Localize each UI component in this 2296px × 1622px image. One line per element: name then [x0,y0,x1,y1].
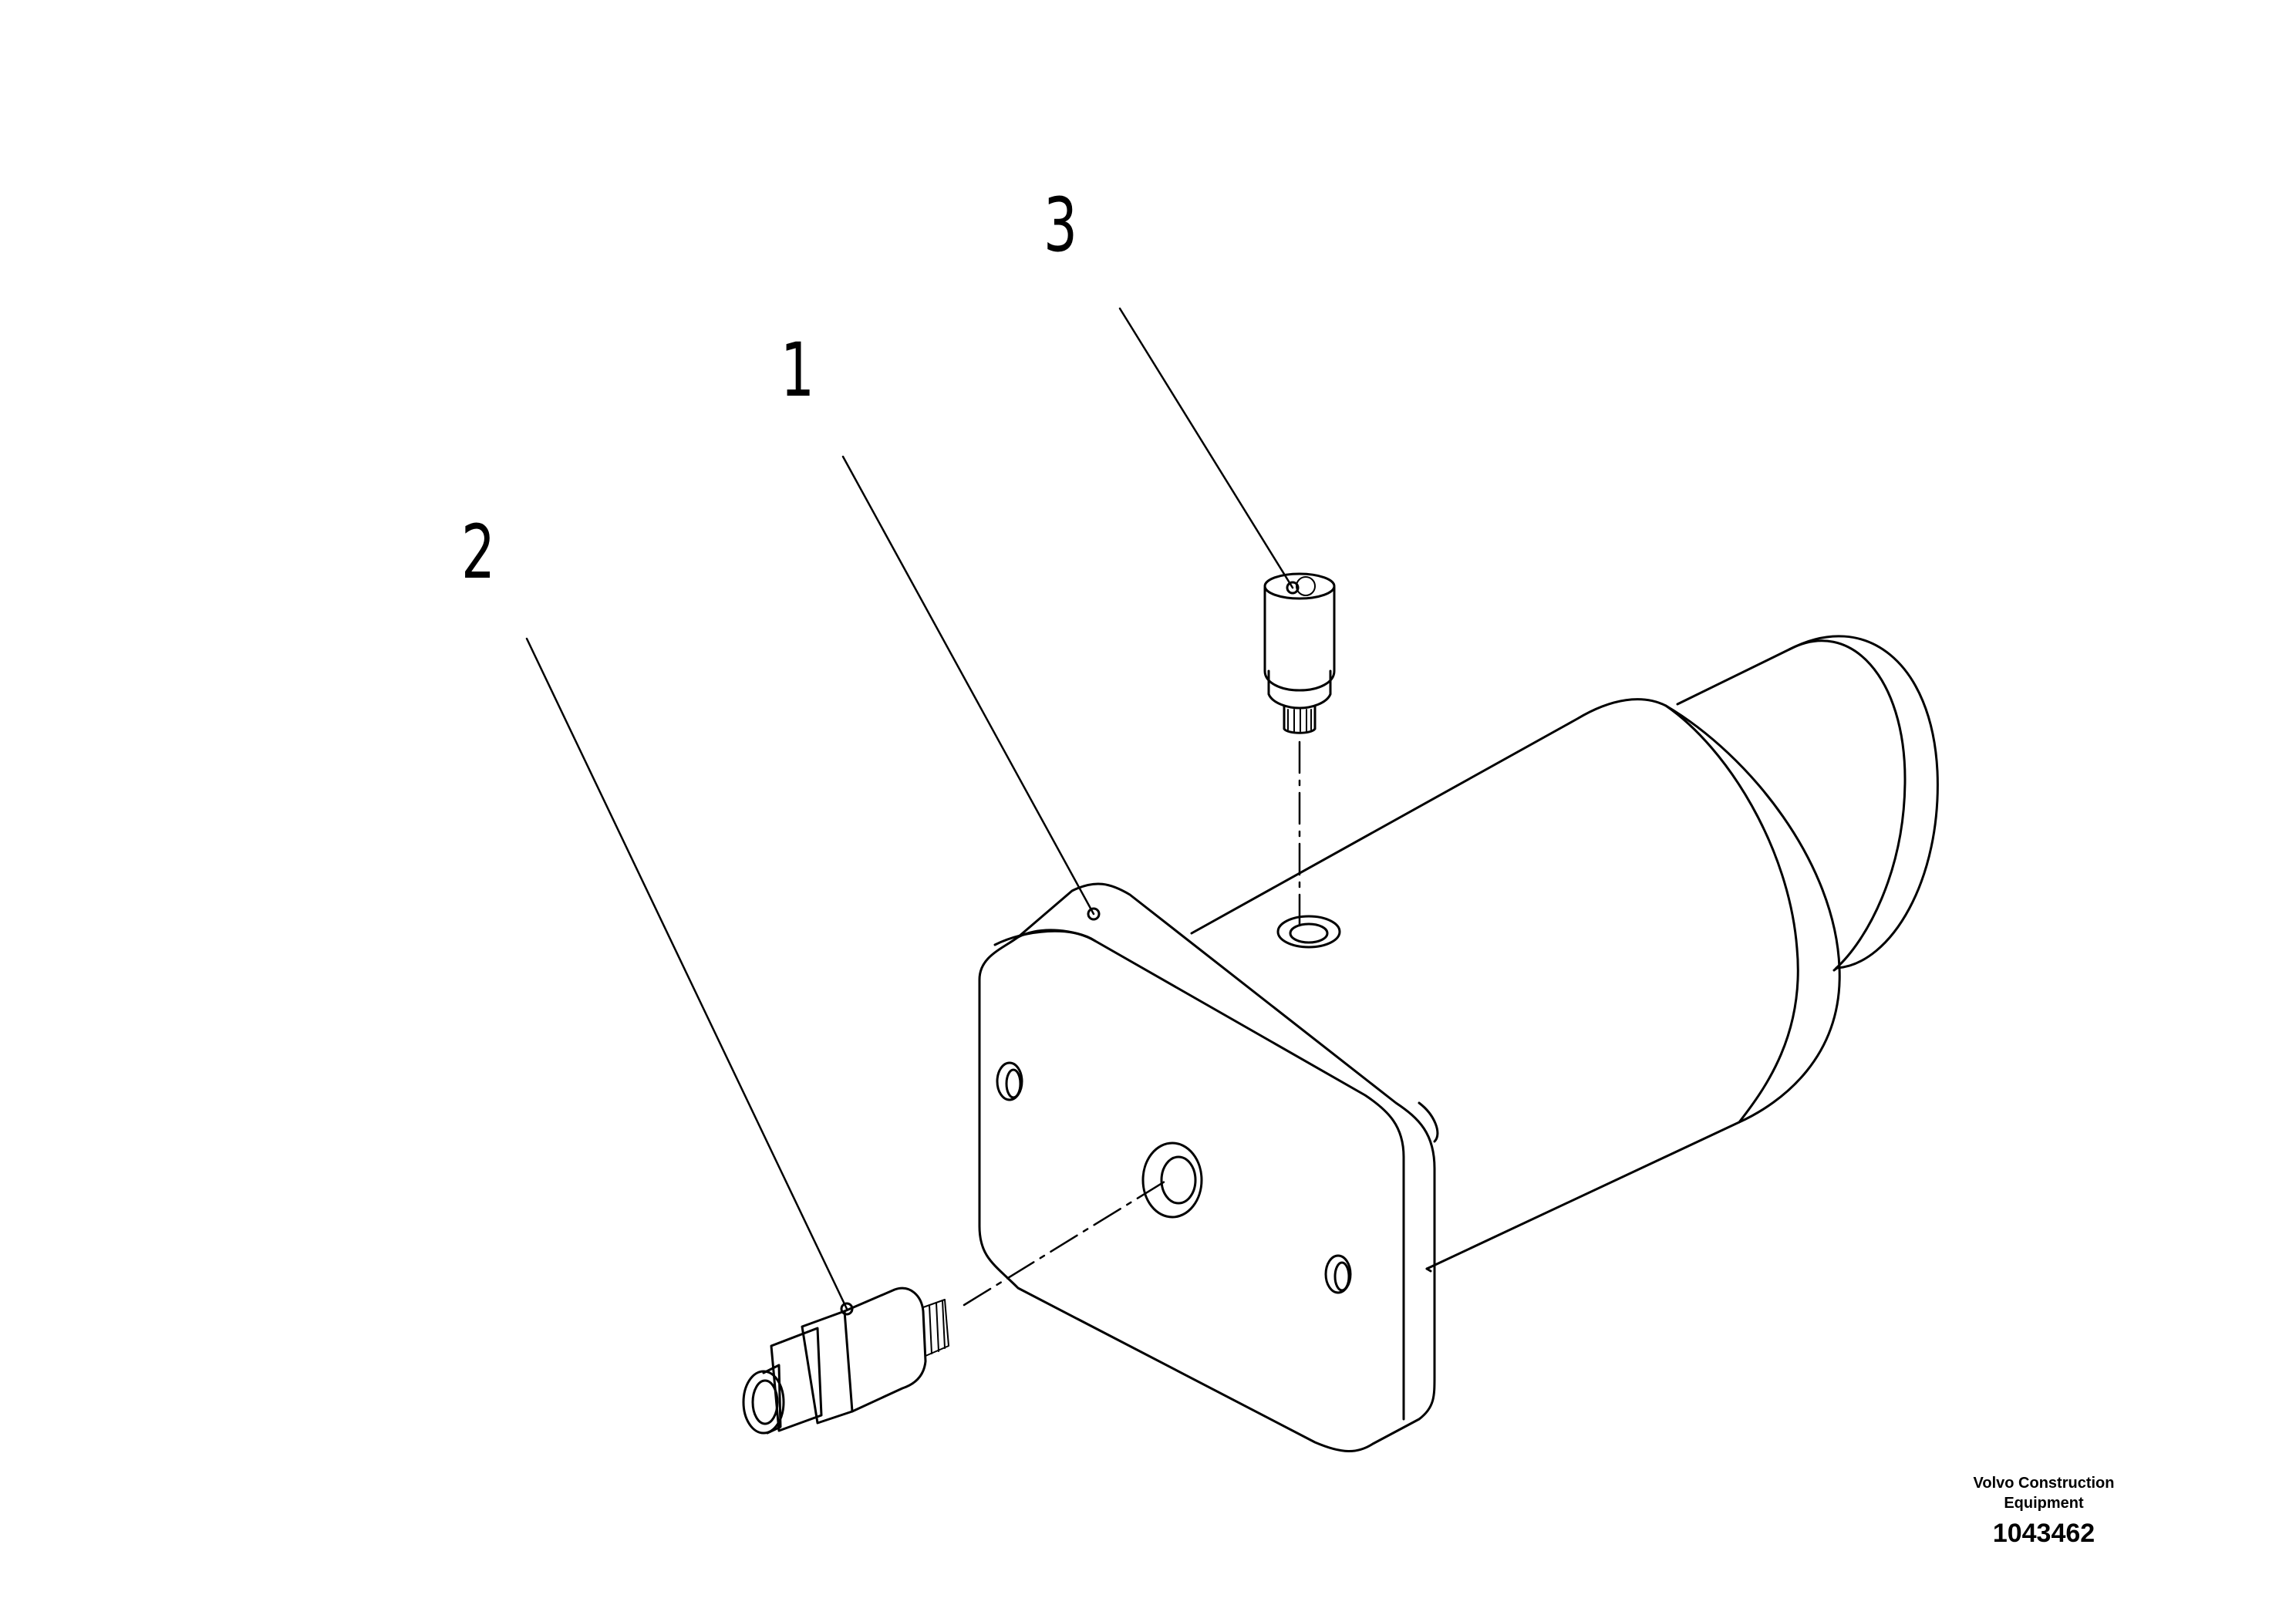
centre-lines [963,740,1301,1307]
part3-dot [1286,581,1300,595]
sensor-cap [1296,576,1316,596]
callout-label-3: 3 [1043,182,1077,268]
callout-label-2: 2 [461,509,495,595]
front-port-outer [1141,1141,1203,1219]
sensor-collar [1267,669,1332,710]
fitting-end-inner [751,1379,779,1425]
document-number: 1043462 [1992,1519,2095,1548]
sensor-body [1263,586,1336,692]
mount-hole-right-inner [1333,1261,1350,1292]
housing-bottom [1425,1267,1432,1273]
top-port-inner [1289,922,1329,944]
mount-hole-left-inner [1005,1068,1022,1099]
part2-dot [840,1302,854,1316]
front-port-inner [1160,1155,1197,1205]
fitting-body [801,1310,854,1425]
top-port-outer [1276,915,1341,949]
company-name-line2: Equipment [2004,1495,2084,1512]
rear-boss [1676,635,1939,972]
callout-label-1: 1 [781,327,814,413]
part1-dot [1087,907,1101,921]
flange-edge [1017,929,1439,1421]
sensor-top [1263,572,1336,600]
fitting-centre-line [963,1180,1166,1307]
company-name-line1: Volvo Construction [1973,1475,2115,1492]
fitting-part [742,1286,949,1435]
rear-boss-face [1788,639,1907,970]
sensor-part [1263,572,1336,734]
housing-top [1190,698,1841,1270]
valve-body [978,635,1939,1452]
leader-lines [525,307,1294,1310]
fitting-hex [843,1286,927,1413]
credit-block: Volvo Construction Equipment 1043462 [1959,1473,2129,1549]
leader-line-3 [1118,307,1294,589]
leader-line-2 [525,637,848,1310]
fitting-end [742,1370,785,1435]
mount-hole-right [1324,1254,1352,1294]
flange-top-edge [993,929,1097,946]
housing-side [1664,704,1799,1124]
leader-line-1 [841,455,1095,916]
sensor-thread-lines [1287,709,1312,732]
flange-plate [978,882,1436,1452]
fitting-thread [922,1299,949,1357]
sensor-thread [1283,704,1317,734]
mount-hole-left [996,1061,1023,1101]
